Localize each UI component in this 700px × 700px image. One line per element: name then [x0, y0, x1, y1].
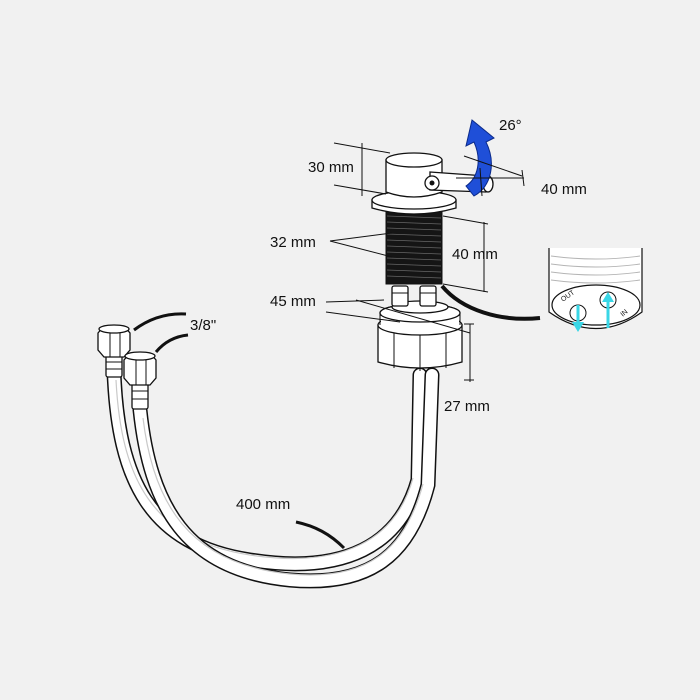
outflow-arrow	[572, 305, 584, 332]
inlet-outlet-inset: OUT IN	[548, 248, 643, 332]
label-nut-diameter: 45 mm	[270, 293, 316, 310]
label-nut-height: 27 mm	[444, 398, 490, 415]
hose-ferrule-left	[105, 354, 123, 378]
threaded-shank	[385, 209, 443, 285]
leader-3-8-b	[154, 333, 189, 353]
label-hose-length: 400 mm	[236, 496, 290, 513]
inner-fittings	[391, 285, 437, 307]
hose-hex-nut-right	[123, 351, 157, 386]
flexible-hose-right	[132, 367, 440, 589]
label-lever-length: 40 mm	[541, 181, 587, 198]
dimension-lines	[325, 142, 525, 382]
rotation-arrow	[465, 119, 495, 197]
inflow-arrow	[602, 292, 614, 328]
coupling-nut	[377, 300, 463, 371]
leader-3-8	[133, 312, 187, 332]
inset-leader	[440, 284, 541, 321]
flexible-hose-left	[106, 364, 428, 572]
label-thread-length: 40 mm	[452, 246, 498, 263]
base-flange	[371, 190, 457, 215]
label-rotation-angle: 26°	[499, 117, 522, 134]
leader-400	[295, 520, 346, 550]
inset-label-in: IN	[620, 308, 630, 318]
hose-ferrule-right	[131, 382, 149, 410]
label-lever-height: 30 mm	[308, 159, 354, 176]
hose-hex-nut-left	[97, 324, 131, 358]
label-hose-connection: 3/8"	[190, 317, 216, 334]
label-thread-diameter: 32 mm	[270, 234, 316, 251]
